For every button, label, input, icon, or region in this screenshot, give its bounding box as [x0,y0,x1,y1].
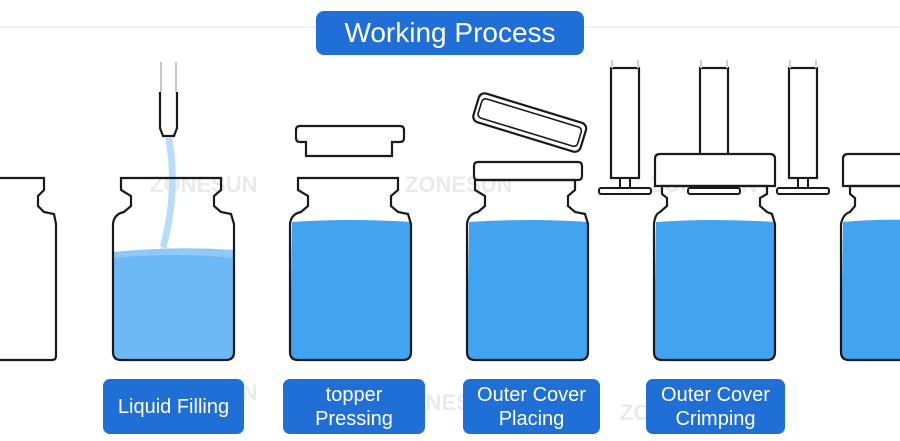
step-label-stopper-pressing: topper Pressing [283,379,425,434]
tilted-outer-cover [472,92,588,153]
step-label-line: topper [325,383,383,406]
page-title: Working Process [316,11,584,55]
bottle-stopper [288,124,413,362]
step-label-line: Outer Cover [477,383,586,406]
step-label-liquid-filling: Liquid Filling [103,379,244,434]
step-label-line: Placing [498,407,565,430]
step-label-line: Pressing [315,407,393,430]
crimped-cap [653,152,777,188]
step-label-cover-placing: Outer Cover Placing [463,379,600,434]
watermark-text: ZONESUN [150,172,258,197]
step-label-cover-crimping: Outer Cover Crimping [646,379,785,434]
bottle-finished [839,152,900,362]
bottle-empty [0,176,58,362]
bottle-crimping [652,152,777,362]
step-label-line: Crimping [675,407,756,430]
bottle-cover-placing [465,92,590,362]
seated-stopper [472,160,584,182]
crimping-heads [598,60,830,195]
bottle-filling [111,62,236,362]
liquid-partial [113,248,234,360]
step-label-line: Outer Cover [661,383,770,406]
rubber-stopper [294,124,406,158]
crimp-head-right [776,60,830,195]
step-label-line: Liquid Filling [117,395,230,418]
liquid-stream [160,137,176,250]
crimp-head-left [598,60,652,195]
liquid-full [290,220,411,360]
finished-cap [841,152,900,188]
filling-nozzle [158,92,179,138]
